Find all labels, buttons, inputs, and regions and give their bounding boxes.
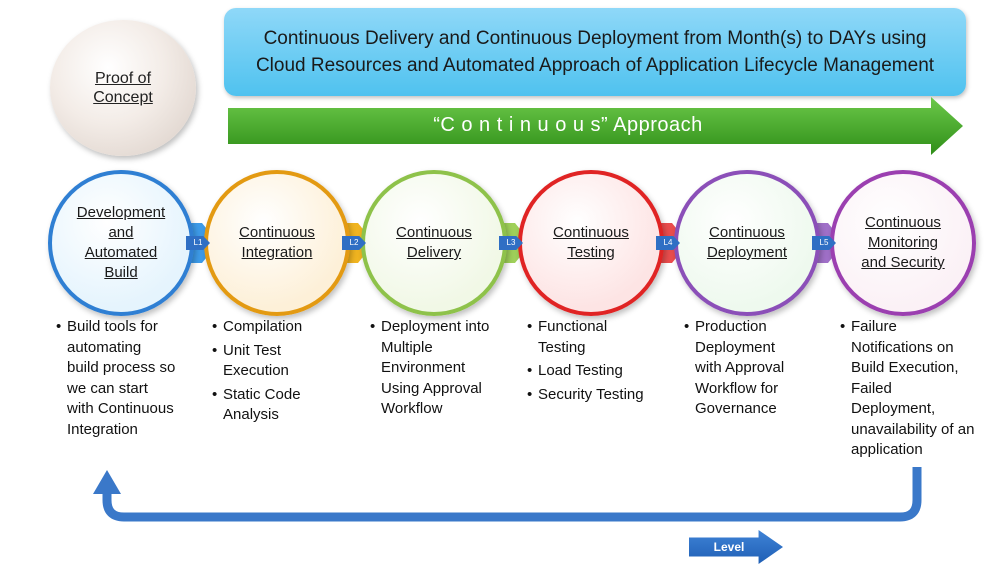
level-tag-l2: L2: [342, 236, 366, 250]
stage-details-4: Functional TestingLoad TestingSecurity T…: [527, 317, 652, 408]
stage-detail-item: Security Testing: [527, 385, 652, 406]
approach-label: “C o n t i n u o u s” Approach: [433, 113, 703, 136]
level-tag-l5: L5: [812, 236, 836, 250]
stage-circle-3: Continuous Delivery: [361, 170, 507, 316]
continuous-approach-arrow: [228, 97, 963, 155]
stage-detail-item: Build tools for automating build process…: [56, 317, 176, 440]
stage-circle-4: Continuous Testing: [518, 170, 664, 316]
stage-detail-item: Failure Notifications on Build Execution…: [840, 317, 975, 461]
stage-label: Continuous Testing: [553, 224, 629, 261]
stage-detail-item: Load Testing: [527, 361, 652, 382]
proof-of-concept-circle: Proof of Concept: [50, 20, 196, 156]
stage-label: Continuous Deployment: [706, 224, 788, 261]
stage-detail-item: Functional Testing: [527, 317, 652, 358]
stage-circle-5: Continuous Deployment: [674, 170, 820, 316]
banner-text: Continuous Delivery and Continuous Deplo…: [255, 28, 935, 76]
stage-details-5: Production Deployment with Approval Work…: [684, 317, 794, 423]
stage-details-1: Build tools for automating build process…: [56, 317, 176, 443]
stage-details-2: CompilationUnit Test ExecutionStatic Cod…: [212, 317, 330, 429]
stage-detail-item: Unit Test Execution: [212, 341, 330, 382]
stage-detail-item: Static Code Analysis: [212, 385, 330, 426]
stage-detail-item: Compilation: [212, 317, 330, 338]
stage-circle-1: Development and Automated Build: [48, 170, 194, 316]
stage-label: Continuous Monitoring and Security: [861, 214, 945, 271]
proof-of-concept-label: Proof of Concept: [93, 70, 153, 106]
stage-circle-2: Continuous Integration: [204, 170, 350, 316]
level-tag-l1: L1: [186, 236, 210, 250]
stage-details-3: Deployment into Multiple Environment Usi…: [370, 317, 490, 423]
stage-label: Development and Automated Build: [76, 204, 166, 281]
title-banner: Continuous Delivery and Continuous Deplo…: [224, 8, 966, 96]
level-tag-l3: L3: [499, 236, 523, 250]
level-legend-label: Level: [713, 540, 745, 554]
stage-circle-6: Continuous Monitoring and Security: [830, 170, 976, 316]
stage-label: Continuous Delivery: [396, 224, 472, 261]
level-tag-l4: L4: [656, 236, 680, 250]
stage-detail-item: Deployment into Multiple Environment Usi…: [370, 317, 490, 420]
stage-details-6: Failure Notifications on Build Execution…: [840, 317, 975, 464]
stage-detail-item: Production Deployment with Approval Work…: [684, 317, 794, 420]
stage-label: Continuous Integration: [239, 224, 315, 261]
